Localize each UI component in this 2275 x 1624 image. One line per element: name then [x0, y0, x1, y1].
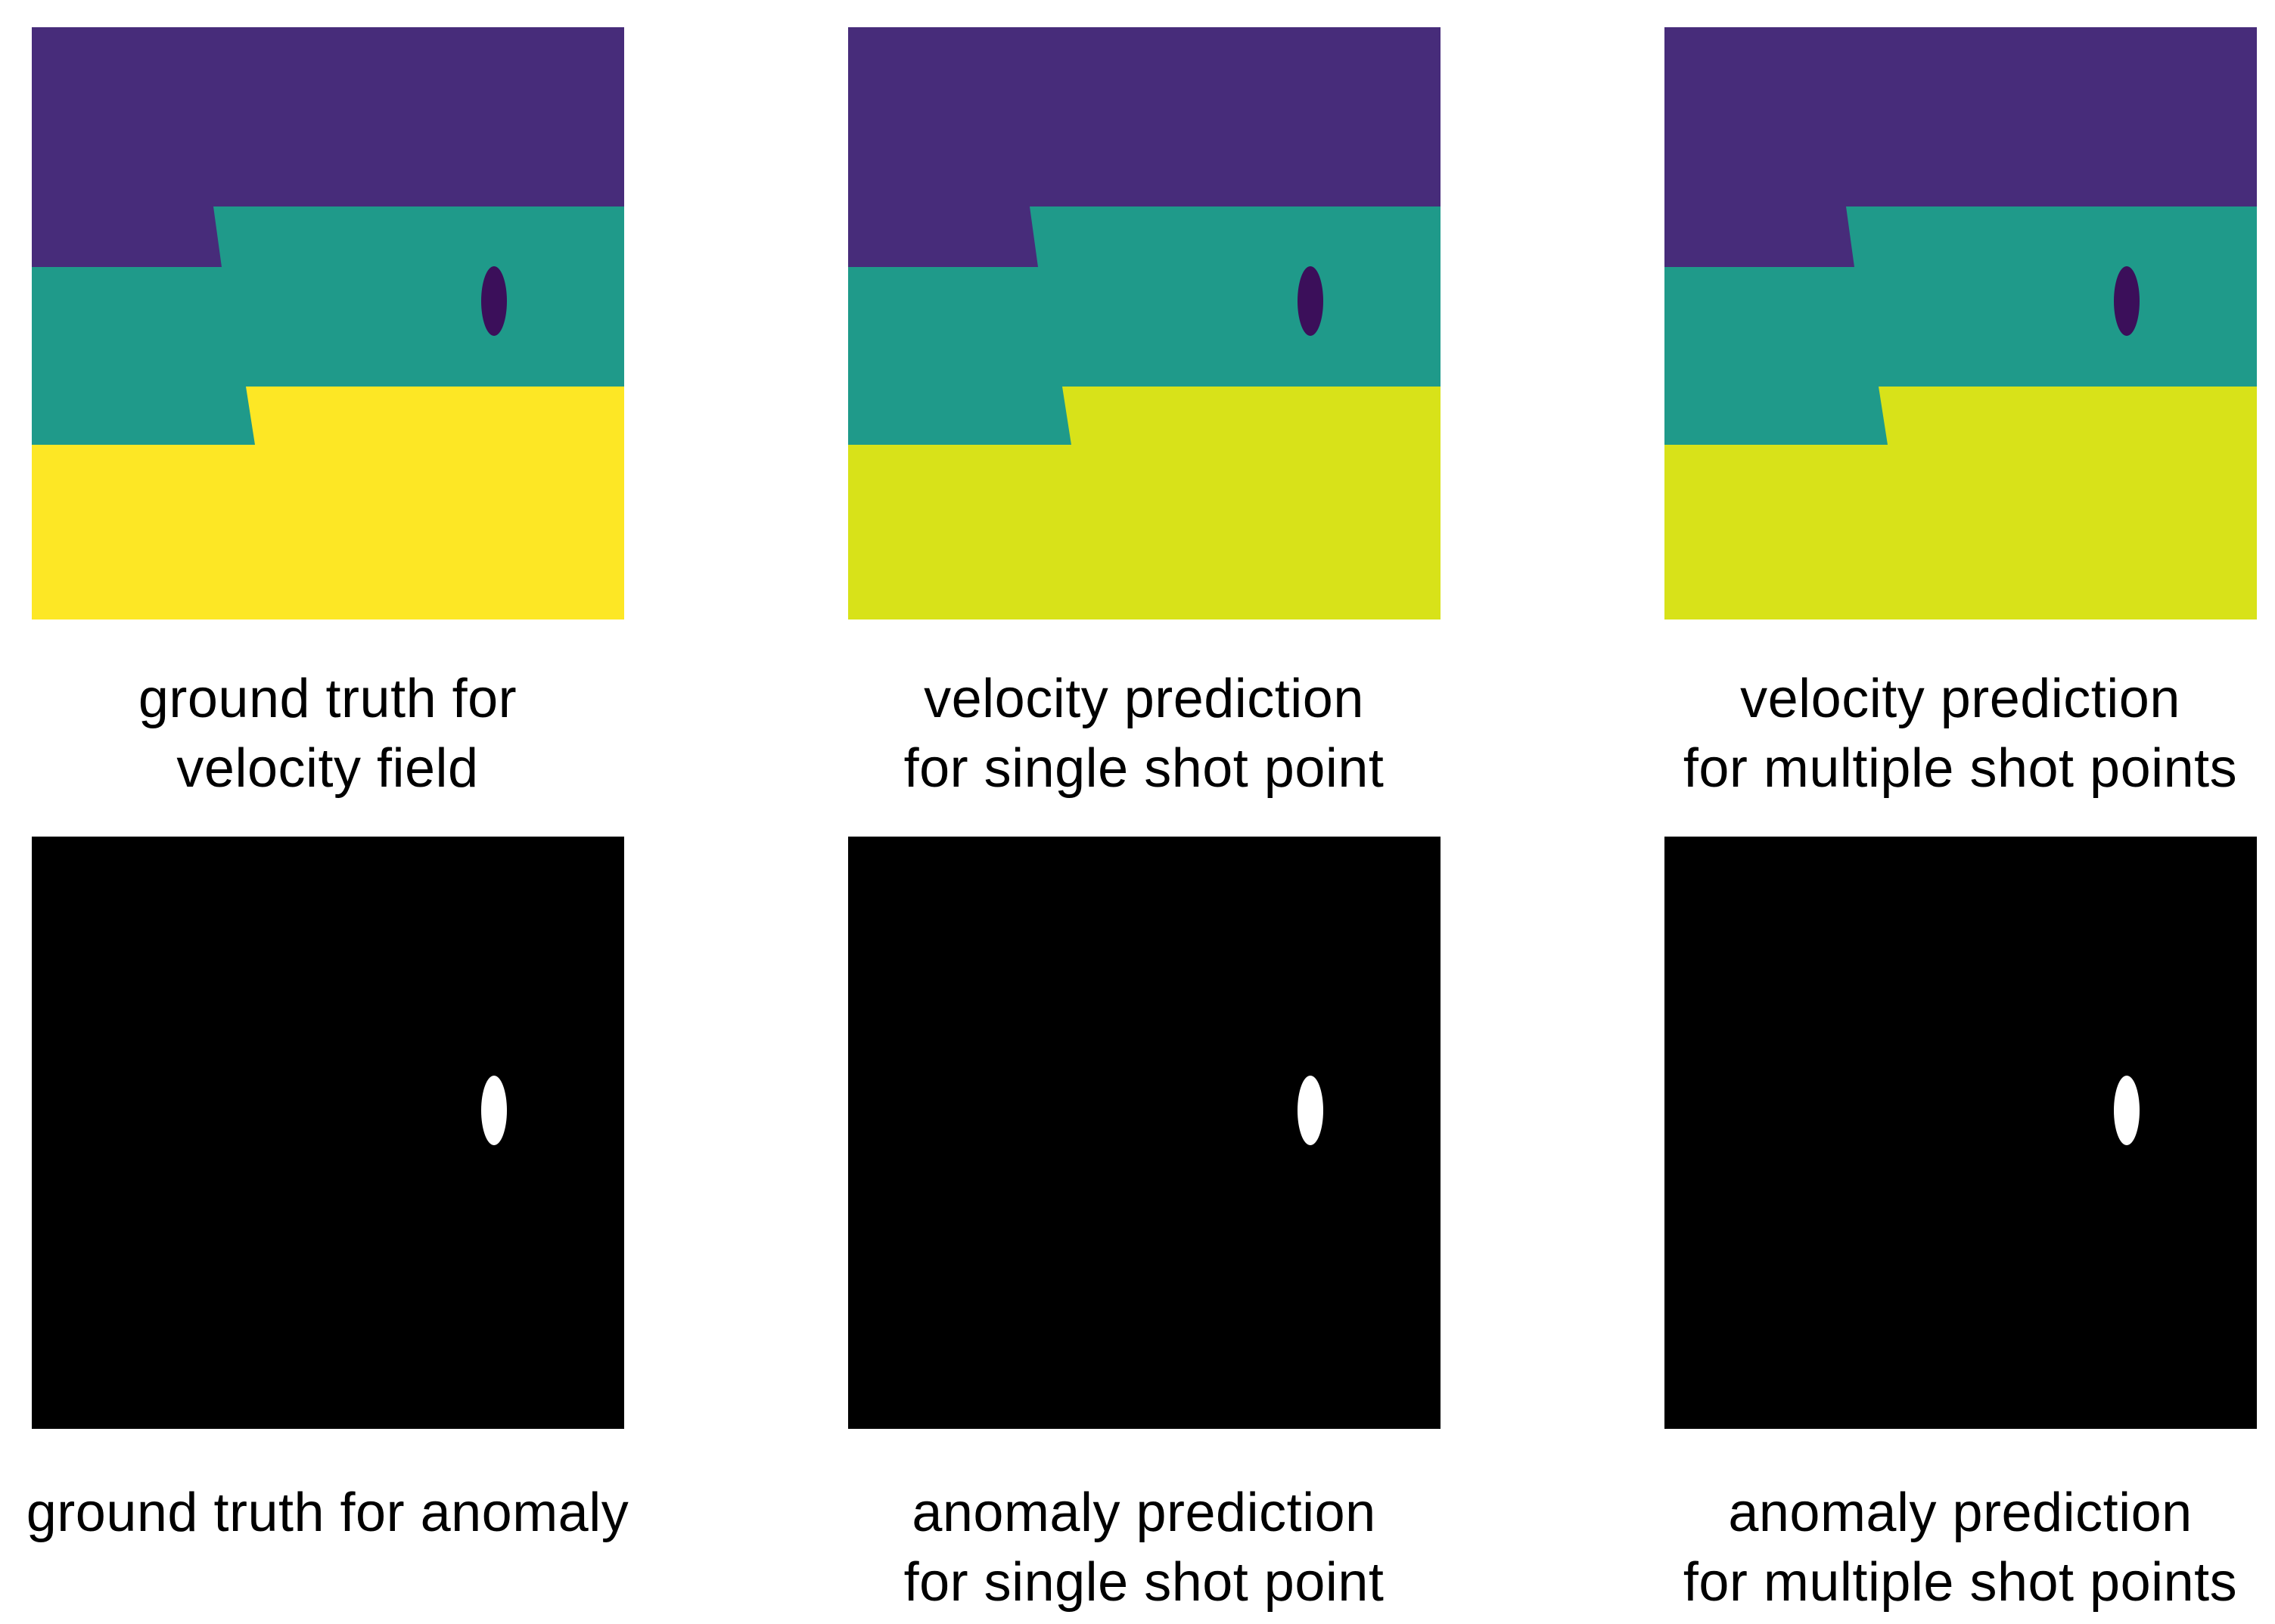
ground-truth-velocity-image [32, 27, 624, 619]
caption-anomaly-prediction-single: anomaly prediction for single shot point [781, 1478, 1507, 1617]
caption-velocity-prediction-single: velocity prediction for single shot poin… [781, 664, 1507, 803]
anomaly-prediction-multi-image [1664, 837, 2257, 1429]
caption-ground-truth-velocity: ground truth for velocity field [0, 664, 691, 803]
caption-velocity-prediction-multi: velocity prediction for multiple shot po… [1597, 664, 2275, 803]
caption-line-1: anomaly prediction [1728, 1483, 2193, 1543]
caption-anomaly-prediction-multi: anomaly prediction for multiple shot poi… [1597, 1478, 2275, 1617]
caption-line-2: for single shot point [903, 738, 1385, 799]
caption-line-2: for single shot point [903, 1552, 1385, 1613]
caption-line-1: velocity prediction [1740, 669, 2180, 729]
caption-ground-truth-anomaly: ground truth for anomaly [0, 1478, 691, 1548]
velocity-anomaly [1298, 266, 1323, 336]
mask-background [1664, 837, 2257, 1429]
mask-anomaly [481, 1076, 507, 1145]
velocity-anomaly [481, 266, 507, 336]
ground-truth-anomaly-image [32, 837, 624, 1429]
mask-background [848, 837, 1441, 1429]
velocity-prediction-single-image [848, 27, 1441, 619]
caption-line-2: for multiple shot points [1683, 1552, 2238, 1613]
layer-top [32, 27, 624, 267]
layer-top [848, 27, 1441, 267]
velocity-prediction-multi-image [1664, 27, 2257, 619]
caption-line-2: for multiple shot points [1683, 738, 2238, 799]
layer-top [1664, 27, 2257, 267]
caption-line-2: velocity field [176, 738, 479, 799]
mask-anomaly [2114, 1076, 2140, 1145]
caption-line-1: velocity prediction [924, 669, 1364, 729]
anomaly-prediction-single-image [848, 837, 1441, 1429]
caption-line-1: ground truth for anomaly [26, 1483, 629, 1543]
caption-line-1: anomaly prediction [912, 1483, 1376, 1543]
velocity-anomaly [2114, 266, 2140, 336]
mask-background [32, 837, 624, 1429]
mask-anomaly [1298, 1076, 1323, 1145]
caption-line-1: ground truth for [138, 669, 517, 729]
